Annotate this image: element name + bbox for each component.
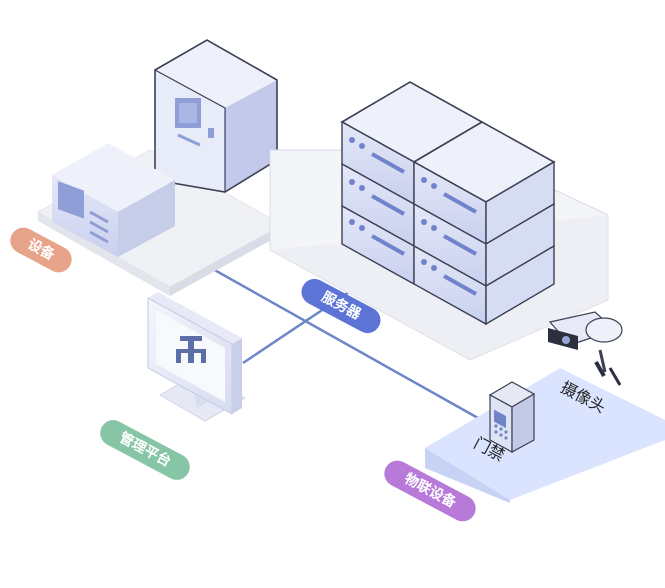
tall-cabinet <box>154 39 278 193</box>
low-machine <box>52 143 175 257</box>
iot-platform <box>425 368 665 503</box>
device-group <box>36 39 284 296</box>
camera-device <box>548 311 623 386</box>
line-device-to-iot <box>169 243 479 420</box>
management-monitor <box>147 292 247 422</box>
server-rack-right <box>412 121 556 326</box>
rack-unit <box>413 244 555 326</box>
access-control-device <box>488 381 536 454</box>
rack-unit <box>413 160 555 246</box>
org-chart-icon <box>176 336 206 363</box>
server-racks <box>340 81 556 326</box>
